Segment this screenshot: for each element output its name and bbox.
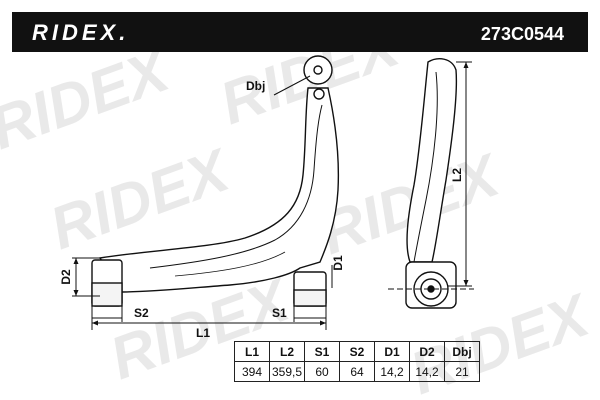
dbj-label: Dbj [246, 79, 265, 93]
header-cell-l1: L1 [234, 341, 270, 362]
value-cell-s2: 64 [339, 361, 375, 382]
ball-joint-lower [313, 88, 325, 100]
ball-joint-stud [313, 65, 323, 75]
header-cell-dbj: Dbj [444, 341, 480, 362]
dimensions-value-row: 394 359,5 60 64 14,2 14,2 21 [234, 361, 480, 382]
header-bar [12, 12, 588, 52]
value-cell-s1: 60 [304, 361, 340, 382]
dimension-lines [72, 61, 474, 330]
front-bushing-lower [293, 289, 327, 307]
dimensions-table: L1 L2 S1 S2 D1 D2 Dbj 394 359,5 60 64 14… [234, 341, 480, 382]
watermark-text: RIDEX [42, 135, 241, 262]
control-arm-side-view [405, 58, 458, 309]
rear-bushing-lower [91, 282, 123, 307]
s2-label: S2 [134, 306, 149, 320]
dimensions-header-row: L1 L2 S1 S2 D1 D2 Dbj [234, 341, 480, 362]
dimension-arrows [73, 62, 469, 326]
control-arm-front-view [91, 55, 340, 307]
dbj-leader [273, 75, 311, 96]
d2-label: D2 [59, 269, 73, 285]
arm-body [98, 87, 340, 293]
arm-inner-rib-2 [174, 251, 286, 277]
d1-label: D1 [331, 255, 345, 271]
l2-label: L2 [450, 168, 464, 182]
watermark-text: RIDEX [0, 35, 180, 162]
value-cell-l2: 359,5 [269, 361, 305, 382]
s1-label: S1 [272, 306, 287, 320]
header-cell-d2: D2 [409, 341, 445, 362]
value-cell-d1: 14,2 [374, 361, 410, 382]
side-arm-body [406, 58, 458, 263]
header-cell-l2: L2 [269, 341, 305, 362]
side-arm-edge [413, 71, 438, 263]
part-number: 273C0544 [481, 24, 564, 44]
value-cell-l1: 394 [234, 361, 270, 382]
value-cell-dbj: 21 [444, 361, 480, 382]
header-cell-s1: S1 [304, 341, 340, 362]
l1-label: L1 [196, 326, 210, 340]
value-cell-d2: 14,2 [409, 361, 445, 382]
arm-inner-rib [149, 104, 323, 269]
header-cell-d1: D1 [374, 341, 410, 362]
brand-logo: RIDEX. [32, 20, 129, 45]
header-cell-s2: S2 [339, 341, 375, 362]
